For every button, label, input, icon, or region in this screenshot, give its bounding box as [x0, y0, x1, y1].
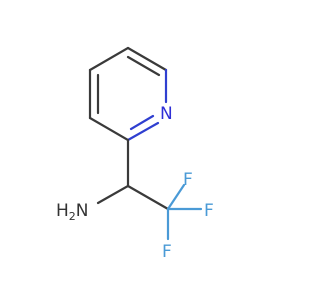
ring-bond-c2-c3: [88, 116, 130, 142]
ring-bond-c5-c6: [126, 46, 168, 72]
bond-chiral-carbon-amine: [96, 184, 130, 205]
fluorine-top-label: F: [183, 170, 193, 190]
amine-h-label: H: [56, 201, 69, 221]
amine-n-label: N: [76, 201, 89, 221]
bond-cf3-f-top: [166, 183, 186, 211]
amine-subscript: 2: [69, 210, 76, 223]
fluorine-right-label: F: [204, 201, 214, 221]
ring-bond-c4-c5: [88, 46, 130, 72]
molecule-structure: N H2N F F F: [56, 46, 214, 262]
ring-bond-c5-c6-inner: [126, 55, 161, 77]
ring-nitrogen-label: N: [160, 104, 173, 124]
amine-label: H2N: [56, 201, 89, 223]
ring-bond-n-c2: [126, 121, 160, 142]
bond-chiral-carbon-cf3: [126, 184, 170, 211]
ring-bond-n-c2-inner: [129, 114, 155, 131]
fluorine-bottom-label: F: [162, 242, 172, 262]
pyridine-ring: [88, 46, 168, 142]
